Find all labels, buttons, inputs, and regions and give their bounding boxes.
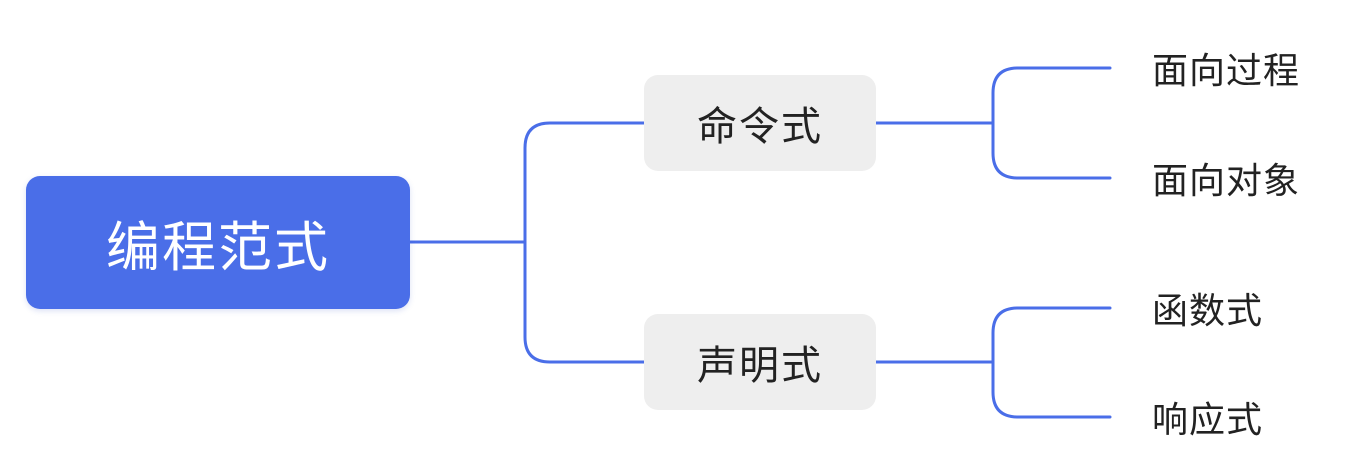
leaf-node-procedural[interactable]: 面向过程 (1152, 43, 1300, 93)
leaf-node-label: 面向过程 (1152, 51, 1301, 92)
connector-to-branch-imperative (523, 121, 646, 244)
branch-node-label: 声明式 (697, 343, 823, 389)
connector-to-leaf-procedural (991, 66, 1112, 125)
leaf-node-functional[interactable]: 函数式 (1152, 283, 1263, 333)
leaf-node-label: 面向对象 (1152, 161, 1301, 202)
root-node-label: 编程范式 (106, 216, 330, 279)
connector-to-leaf-functional (991, 306, 1112, 364)
leaf-node-reactive[interactable]: 响应式 (1152, 392, 1263, 442)
leaf-node-object-oriented[interactable]: 面向对象 (1152, 153, 1300, 203)
root-node[interactable]: 编程范式 (26, 176, 410, 309)
connector-to-leaf-object-oriented (991, 121, 1112, 180)
leaf-node-label: 响应式 (1152, 400, 1264, 441)
branch-node-imperative[interactable]: 命令式 (644, 75, 876, 171)
connector-to-branch-declarative (523, 240, 646, 364)
connector-to-leaf-reactive (991, 360, 1112, 419)
branch-node-declarative[interactable]: 声明式 (644, 314, 876, 410)
branch-node-label: 命令式 (697, 104, 823, 150)
leaf-node-label: 函数式 (1152, 291, 1264, 332)
